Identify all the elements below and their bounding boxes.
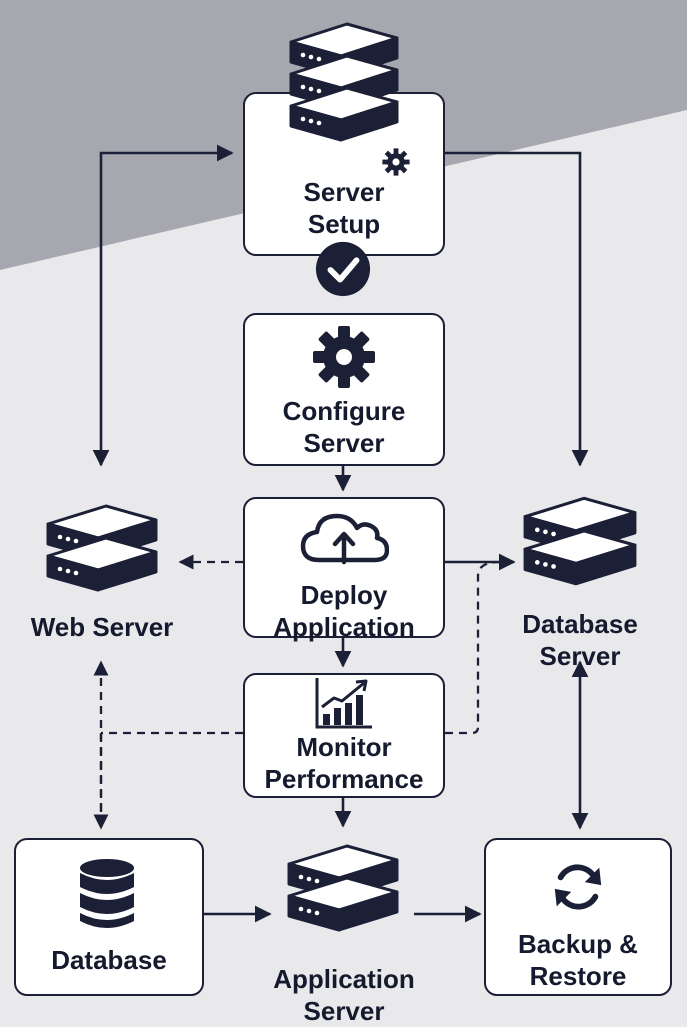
monitor-performance-label: Monitor Performance	[243, 731, 445, 795]
gear-icon	[382, 148, 410, 176]
backup-restore-label: Backup & Restore	[484, 928, 672, 992]
app-server-line1: Application	[273, 964, 415, 994]
node-deploy-application	[243, 497, 445, 638]
server-stack-icon	[287, 844, 399, 932]
web-server-label: Web Server	[0, 611, 204, 643]
database-server-line1: Database	[522, 609, 638, 639]
configure-line1: Configure	[282, 396, 406, 426]
server-setup-label: Server Setup	[243, 176, 445, 240]
checkmark-icon	[315, 241, 371, 297]
node-configure-server	[243, 313, 445, 466]
deploy-application-label: Deploy Application	[243, 579, 445, 643]
application-server-label: Application Server	[243, 963, 445, 1027]
database-label: Database	[14, 944, 204, 976]
app-server-line2: Server	[303, 996, 385, 1026]
database-line1: Database	[51, 945, 167, 975]
database-server-line2: Server	[539, 641, 621, 671]
web-server-line1: Web Server	[30, 612, 174, 642]
bar-chart-trend-icon	[315, 678, 372, 729]
connector-setup-web	[92, 144, 234, 467]
cloud-upload-icon	[300, 513, 389, 565]
deploy-line1: Deploy	[300, 580, 388, 610]
connector-monitor-dbserver	[445, 560, 508, 735]
server-icon	[523, 496, 637, 586]
refresh-icon	[554, 864, 602, 910]
node-backup-restore	[484, 838, 672, 996]
connector-setup-dbserver	[445, 151, 589, 467]
server-icon	[46, 504, 158, 592]
node-monitor-performance	[243, 673, 445, 798]
gear-icon	[313, 326, 375, 388]
deploy-line2: Application	[273, 612, 415, 642]
server-setup-line2: Setup	[307, 209, 381, 239]
backup-line2: Restore	[529, 961, 627, 991]
monitor-line2: Performance	[264, 764, 424, 794]
server-stack-gear-icon	[289, 22, 399, 142]
server-setup-line1: Server	[303, 177, 385, 207]
database-server-label: Database Server	[480, 608, 680, 672]
database-cylinder-icon	[80, 859, 134, 928]
configure-server-label: Configure Server	[243, 395, 445, 459]
backup-line1: Backup &	[518, 929, 638, 959]
configure-line2: Server	[303, 428, 385, 458]
monitor-line1: Monitor	[296, 732, 392, 762]
